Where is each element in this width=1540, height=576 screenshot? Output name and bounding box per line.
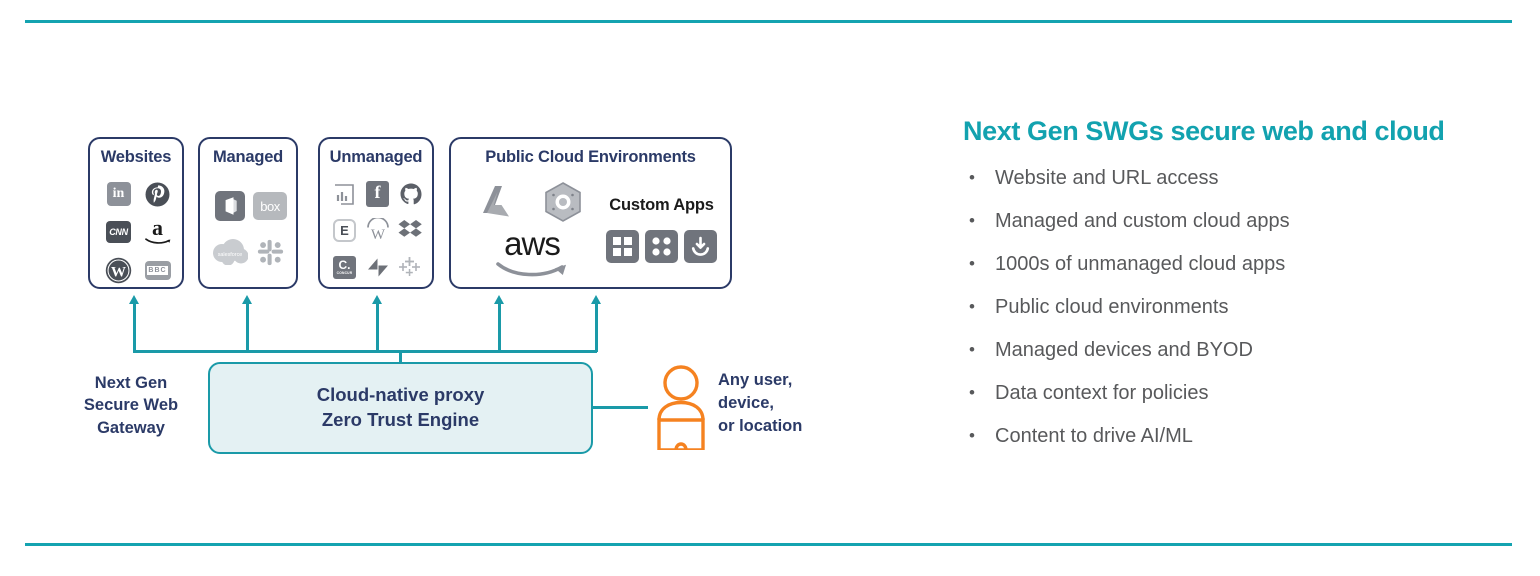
github-icon <box>394 176 427 212</box>
concur-icon: C. CONCUR <box>328 248 361 286</box>
arrow-stem-managed <box>246 303 249 352</box>
dots-app-icon <box>645 230 678 263</box>
arrow-head-custom-apps <box>590 295 601 304</box>
bus-horizontal-line <box>133 350 597 353</box>
list-item: • Managed and custom cloud apps <box>963 208 1523 234</box>
wikipedia-icon: W <box>361 212 394 248</box>
proxy-line-1: Cloud-native proxy <box>316 384 485 406</box>
tableau-icon <box>394 248 427 286</box>
list-item-label: Data context for policies <box>995 382 1209 404</box>
list-item: • Website and URL access <box>963 165 1523 191</box>
next-gen-swg-label: Next Gen Secure Web Gateway <box>70 372 192 439</box>
svg-text:salesforce: salesforce <box>218 252 243 258</box>
category-title-managed: Managed <box>212 148 284 166</box>
powerbi-icon <box>328 176 361 212</box>
grid-app-icon <box>606 230 639 263</box>
category-title-public-cloud: Public Cloud Environments <box>485 148 696 166</box>
linkedin-icon: in <box>99 175 138 213</box>
download-app-icon <box>684 230 717 263</box>
swg-label-line-3: Gateway <box>97 418 165 437</box>
right-content-panel: Next Gen SWGs secure web and cloud • Web… <box>963 116 1523 466</box>
dropbox-icon <box>394 212 427 248</box>
bullet-icon: • <box>969 254 975 273</box>
list-item-label: Managed and custom cloud apps <box>995 210 1290 232</box>
evernote-icon: E <box>328 212 361 248</box>
azure-icon <box>467 179 531 224</box>
category-box-websites: Websites in CNN a W <box>88 137 184 289</box>
bottom-divider-rule <box>25 543 1512 546</box>
swg-architecture-diagram: Websites in CNN a W <box>70 137 888 455</box>
user-label-line-1: Any user, <box>718 371 793 389</box>
arrow-stem-unmanaged <box>376 303 379 352</box>
arrow-head-public-cloud <box>493 295 504 304</box>
arrow-head-unmanaged <box>371 295 382 304</box>
user-label-line-2: device, <box>718 394 774 413</box>
category-box-public-cloud: Public Cloud Environments <box>449 137 732 289</box>
office365-icon <box>210 181 250 231</box>
bullet-icon: • <box>969 211 975 230</box>
swg-label-line-2: Secure Web <box>83 396 179 415</box>
svg-text:W: W <box>111 263 126 280</box>
bullet-icon: • <box>969 297 975 316</box>
category-title-unmanaged: Unmanaged <box>329 148 423 166</box>
custom-apps-label: Custom Apps <box>609 196 714 214</box>
aws-icon: aws <box>467 224 597 284</box>
cloud-native-proxy-box[interactable]: Cloud-native proxy Zero Trust Engine <box>208 362 593 454</box>
zendesk-icon <box>361 248 394 286</box>
wordpress-icon: W <box>99 251 138 289</box>
facebook-icon: f <box>361 176 394 212</box>
user-label-line-3: or location <box>718 417 803 436</box>
user-icon <box>650 364 712 455</box>
category-title-websites: Websites <box>100 148 172 166</box>
list-item-label: Content to drive AI/ML <box>995 425 1193 447</box>
bullet-icon: • <box>969 426 975 445</box>
arrow-stem-websites <box>133 303 136 352</box>
arrow-head-websites <box>128 295 139 304</box>
list-item-label: Public cloud environments <box>995 296 1229 318</box>
bullet-icon: • <box>969 383 975 402</box>
list-item: • Managed devices and BYOD <box>963 337 1523 363</box>
list-item: • 1000s of unmanaged cloud apps <box>963 251 1523 277</box>
list-item: • Public cloud environments <box>963 294 1523 320</box>
list-item-label: Managed devices and BYOD <box>995 339 1253 361</box>
bus-drop-to-proxy <box>399 350 402 364</box>
swg-label-line-1: Next Gen <box>94 374 168 392</box>
box-icon: box <box>250 181 290 231</box>
bbc-icon: BBC <box>138 251 177 289</box>
bullet-icon: • <box>969 168 975 187</box>
arrow-stem-public-cloud <box>498 303 501 352</box>
arrow-head-managed <box>241 295 252 304</box>
cnn-icon: CNN <box>99 213 138 251</box>
google-cloud-icon <box>531 179 595 224</box>
slack-icon <box>250 231 290 273</box>
any-user-label: Any user, device, or location <box>718 369 888 438</box>
top-divider-rule <box>25 20 1512 23</box>
list-item: • Data context for policies <box>963 380 1523 406</box>
list-item: • Content to drive AI/ML <box>963 423 1523 449</box>
amazon-icon: a <box>138 213 177 251</box>
salesforce-icon: salesforce <box>210 231 250 273</box>
category-box-unmanaged: Unmanaged f E W <box>318 137 434 289</box>
list-item-label: Website and URL access <box>995 167 1219 189</box>
connector-proxy-to-user <box>593 406 648 409</box>
panel-title: Next Gen SWGs secure web and cloud <box>963 116 1445 146</box>
category-box-managed: Managed box salesforce <box>198 137 298 289</box>
bullet-icon: • <box>969 340 975 359</box>
arrow-stem-custom-apps <box>595 303 598 352</box>
proxy-line-2: Zero Trust Engine <box>321 409 480 430</box>
svg-text:W: W <box>370 227 385 242</box>
list-item-label: 1000s of unmanaged cloud apps <box>995 253 1286 275</box>
pinterest-icon <box>138 175 177 213</box>
